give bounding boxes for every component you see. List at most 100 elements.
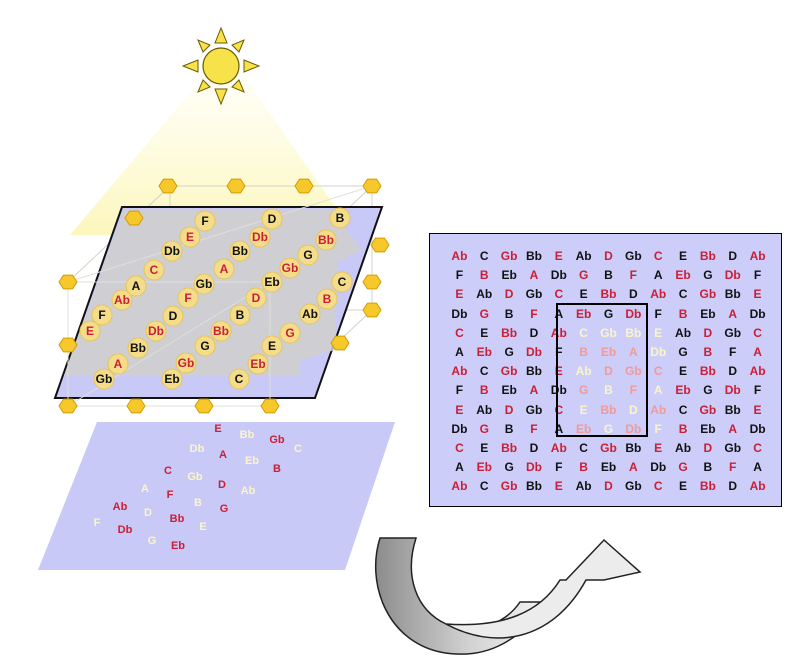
grid-note: Gb	[724, 325, 742, 340]
lattice-note: E	[261, 335, 283, 357]
lattice-node	[362, 302, 382, 318]
grid-note: A	[728, 421, 738, 436]
lattice-note-label: F	[98, 308, 105, 322]
shadow-note: Ab	[241, 485, 256, 497]
lattice-node	[226, 178, 246, 194]
grid-note: F	[629, 383, 638, 398]
lattice-note-label: Eb	[250, 357, 265, 371]
grid-note: D	[604, 249, 613, 263]
grid-note: Eb	[675, 268, 691, 283]
grid-note: E	[455, 402, 464, 417]
grid-note: Ab	[650, 402, 667, 417]
shadow-note: B	[273, 463, 281, 475]
grid-note: F	[729, 344, 737, 359]
grid-note: Ab	[675, 440, 692, 455]
grid-note: A	[554, 421, 564, 436]
shadow-note: A	[141, 483, 149, 495]
grid-note: B	[678, 306, 688, 321]
lattice-note: Bb	[229, 240, 251, 262]
grid-note: E	[554, 249, 563, 263]
lattice-note-label: B	[336, 211, 345, 225]
lattice-note-label: Gb	[96, 372, 113, 386]
lattice-note-label: E	[186, 230, 194, 244]
grid-note: Bb	[699, 249, 716, 263]
lattice-note-label: F	[201, 214, 208, 228]
grid-note: Gb	[500, 479, 518, 494]
grid-note: Eb	[575, 306, 592, 321]
lattice-note: F	[177, 287, 199, 309]
grid-note: G	[479, 421, 489, 436]
grid-note: Ab	[476, 402, 493, 417]
grid-note: D	[504, 287, 514, 302]
lattice-note: Bb	[127, 337, 149, 359]
grid-note: D	[629, 287, 638, 302]
light-beam	[70, 75, 355, 235]
grid-note: Gb	[525, 402, 543, 417]
grid-note: A	[529, 268, 539, 283]
lattice-note: B	[229, 304, 251, 326]
lattice-node	[260, 398, 280, 414]
lattice-note: Ab	[299, 303, 321, 325]
grid-note: B	[504, 421, 514, 436]
grid-note: E	[679, 364, 688, 379]
shadow-note: D	[144, 507, 152, 519]
shadow-note: Gb	[269, 434, 285, 446]
grid-note: B	[678, 421, 688, 436]
grid-note: Gb	[525, 287, 543, 302]
lattice-note-label: A	[114, 357, 123, 371]
lattice-note-label: Bb	[213, 324, 229, 338]
lattice-note-label: Db	[252, 230, 268, 244]
grid-note: Db	[525, 344, 542, 359]
grid-note: E	[554, 479, 563, 494]
lattice-node	[362, 274, 382, 290]
shadow-note: Gb	[187, 471, 203, 483]
grid-note: D	[728, 364, 738, 379]
grid-note: C	[653, 479, 663, 494]
grid-note: Ab	[550, 325, 567, 340]
lattice-note: A	[213, 258, 235, 280]
grid-note: A	[753, 460, 762, 475]
grid-note: Ab	[476, 287, 493, 302]
lattice-note: E	[179, 226, 201, 248]
grid-note: C	[479, 364, 489, 379]
grid-note: F	[753, 383, 762, 398]
lattice-note: Eb	[261, 271, 283, 293]
shadow-note: Eb	[245, 455, 259, 467]
grid-note: E	[654, 440, 663, 455]
lattice-note: Gb	[93, 368, 115, 390]
grid-note: Bb	[724, 402, 741, 417]
grid-note: C	[753, 440, 762, 455]
sun-icon	[181, 26, 261, 106]
grid-note: Ab	[749, 249, 766, 263]
lattice-node	[58, 337, 78, 353]
lattice-note: B	[316, 288, 338, 310]
lattice-note-label: C	[150, 263, 159, 277]
shadow-note: B	[194, 497, 202, 509]
grid-note: Eb	[600, 344, 617, 359]
grid-note: D	[504, 402, 514, 417]
grid-note: Bb	[501, 440, 518, 455]
lattice-note-label: Bb	[232, 244, 248, 258]
grid-note: Eb	[675, 383, 691, 398]
grid-note: G	[603, 421, 614, 436]
grid-note: C	[479, 479, 489, 494]
shadow-note: G	[148, 535, 157, 547]
grid-note: Eb	[476, 344, 492, 359]
lattice-note-label: G	[200, 339, 209, 353]
lattice-note-label: B	[323, 292, 332, 306]
grid-note: Bb	[724, 287, 741, 302]
grid-note: Db	[749, 421, 766, 436]
grid-note: G	[578, 268, 589, 283]
lattice-note-label: E	[268, 339, 276, 353]
lattice-note-label: D	[252, 291, 261, 305]
lattice-note-label: D	[268, 212, 277, 226]
lattice-note-label: Ab	[302, 307, 318, 321]
grid-note: Db	[724, 383, 741, 398]
grid-note: E	[654, 325, 663, 340]
grid-note: Ab	[749, 479, 766, 494]
grid-note: A	[753, 344, 762, 359]
grid-note: Db	[749, 306, 766, 321]
lattice-note: A	[107, 353, 129, 375]
grid-note: A	[629, 460, 638, 475]
